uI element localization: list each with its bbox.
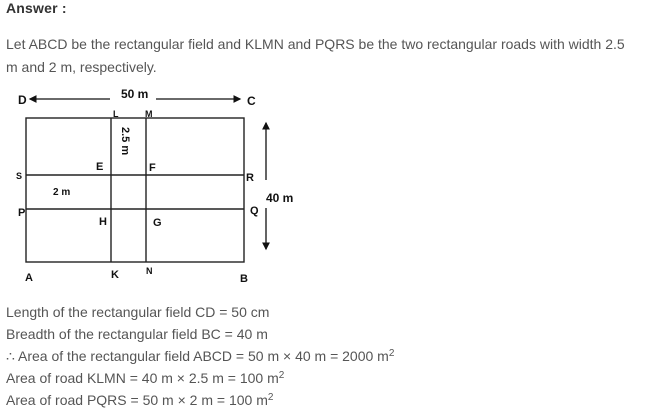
label-Q: Q (250, 205, 259, 217)
label-F: F (149, 162, 156, 174)
label-M: M (145, 109, 153, 119)
superscript: 2 (388, 348, 395, 359)
label-H: H (99, 216, 107, 228)
label-D: D (18, 93, 27, 107)
label-E: E (96, 161, 103, 173)
line-breadth: Breadth of the rectangular field BC = 40… (6, 326, 268, 342)
line-length: Length of the rectangular field CD = 50 … (6, 304, 270, 320)
road-klmn-width-label: 2.5 m (119, 127, 131, 155)
label-K: K (111, 269, 119, 281)
label-N: N (146, 266, 153, 276)
intro-paragraph: Let ABCD be the rectangular field and KL… (6, 36, 625, 75)
line-road-pqrs-area: Area of road PQRS = 50 m × 2 m = 100 m2 (6, 392, 274, 408)
superscript: 2 (278, 370, 285, 381)
label-R: R (246, 172, 254, 184)
answer-heading: Answer : (6, 0, 67, 16)
length-label: 50 m (121, 87, 148, 101)
label-B: B (240, 273, 248, 285)
field-rectangle (25, 117, 245, 263)
label-G: G (153, 217, 162, 229)
label-A: A (25, 272, 33, 284)
label-C: C (247, 94, 256, 108)
superscript: 2 (267, 392, 274, 403)
field-diagram: 50 m D C 40 m L M E F S R P Q H G A K N … (0, 85, 310, 290)
line-road-klmn-area: Area of road KLMN = 40 m × 2.5 m = 100 m… (6, 370, 285, 386)
breadth-label: 40 m (266, 191, 293, 205)
solution-lines: Length of the rectangular field CD = 50 … (6, 301, 394, 411)
road-pqrs-width-label: 2 m (53, 187, 70, 198)
line-field-area: ∴ Area of the rectangular field ABCD = 5… (6, 348, 395, 364)
label-S: S (16, 171, 22, 181)
label-L: L (113, 109, 119, 119)
label-P: P (18, 207, 25, 219)
